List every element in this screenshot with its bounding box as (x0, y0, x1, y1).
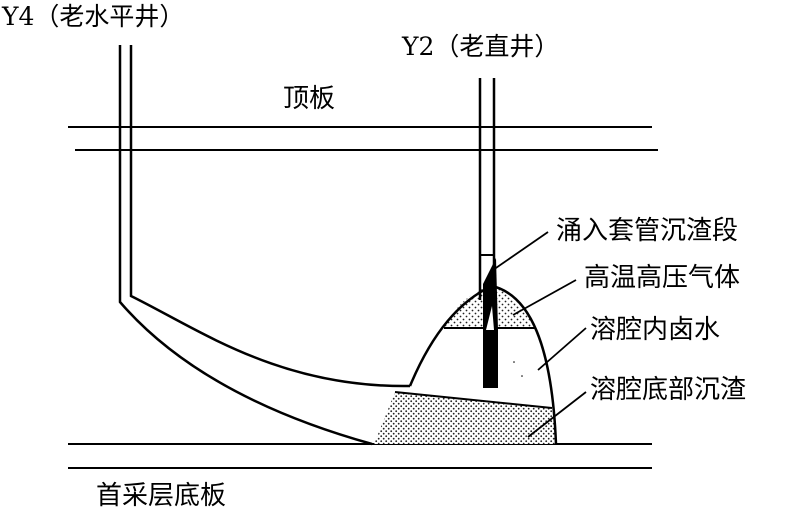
bottom-debris-fill (374, 392, 556, 444)
label-well-y4: Y4（老水平井） (2, 2, 185, 31)
leader-bottom-debris (527, 391, 587, 438)
label-brine: 溶腔内卤水 (590, 315, 721, 345)
label-hot-gas: 高温高压气体 (584, 263, 741, 293)
label-well-y2: Y2（老直井） (402, 32, 560, 61)
debris-top-line (394, 391, 553, 409)
brine-speck (513, 361, 515, 363)
label-roof: 顶板 (283, 84, 336, 114)
leader-hot-gas (512, 279, 577, 316)
label-floor: 首采层底板 (96, 481, 227, 511)
label-bottom-debris: 溶腔底部沉渣 (590, 375, 747, 405)
well-y4-inner-line (129, 45, 411, 388)
well-y4-outer-line (118, 45, 373, 446)
leader-brine (537, 327, 587, 371)
label-casing-debris: 涌入套管沉渣段 (556, 216, 739, 246)
leader-casing-debris (492, 231, 549, 271)
casing-debris-highlight (486, 306, 494, 330)
brine-speck (521, 375, 523, 377)
